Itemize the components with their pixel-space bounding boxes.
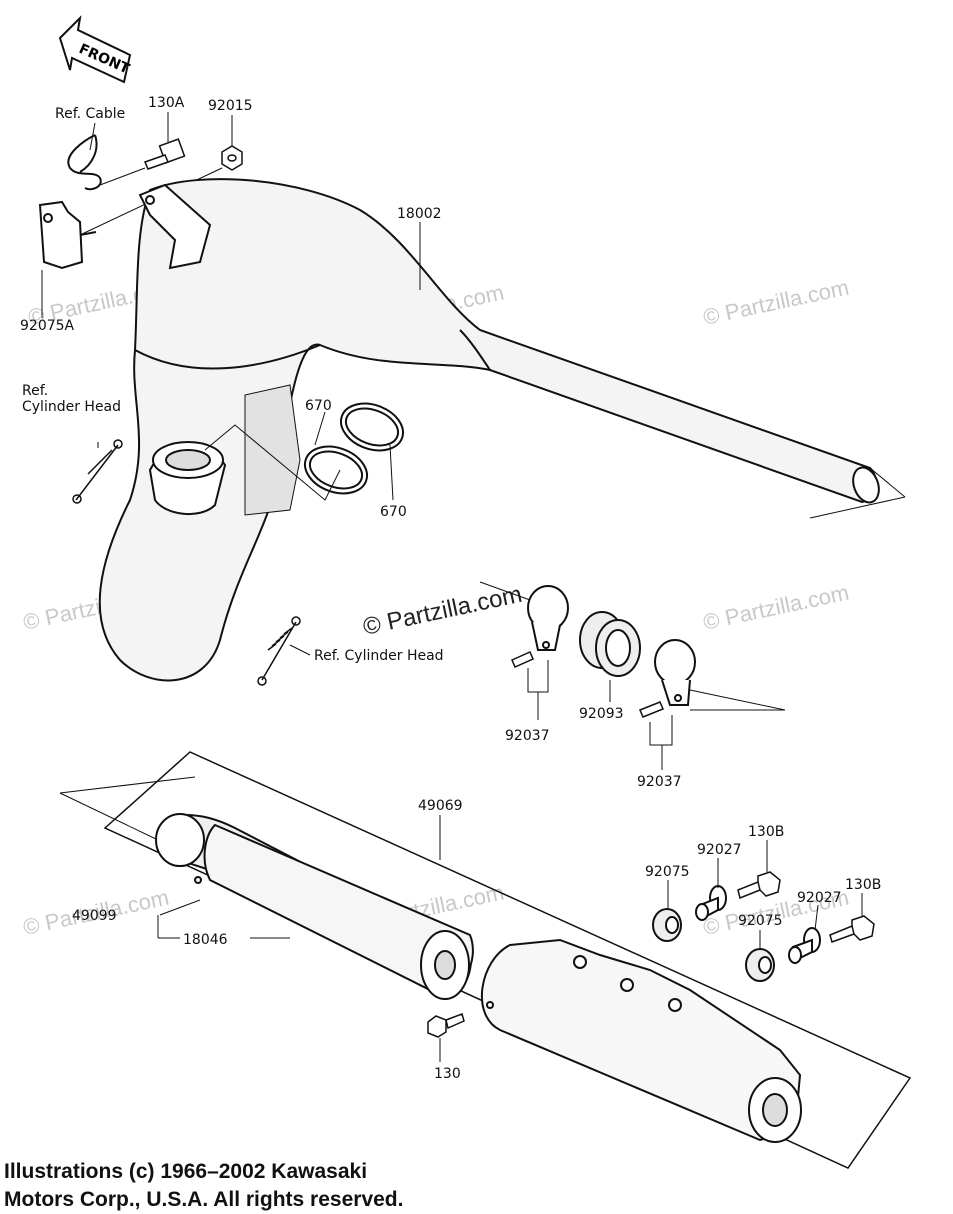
- silencer-core-18046: [155, 813, 474, 1000]
- label-92037-b: 92037: [637, 774, 682, 790]
- label-92037-a: 92037: [505, 728, 550, 744]
- collar-92027b: [788, 927, 821, 964]
- label-ref-cylinder-head-2: Ref. Cylinder Head: [314, 648, 444, 664]
- rubber-joint-92093: [579, 611, 641, 677]
- label-92027-a: 92027: [697, 842, 742, 858]
- label-ref-cylinder-head-1a: Ref.: [22, 383, 48, 399]
- spring-right: [257, 616, 301, 686]
- label-92075-a: 92075: [645, 864, 690, 880]
- copyright-line-2: Motors Corp., U.S.A. All rights reserved…: [4, 1188, 404, 1211]
- label-49099: 49099: [72, 908, 117, 924]
- label-130: 130: [434, 1066, 461, 1082]
- label-130b-b: 130B: [845, 877, 881, 893]
- label-49069: 49069: [418, 798, 463, 814]
- label-ref-cable: Ref. Cable: [55, 106, 125, 122]
- watermark: © Partzilla.com: [701, 275, 851, 330]
- spring-left: [72, 439, 123, 504]
- label-18046: 18046: [183, 932, 228, 948]
- label-92027-b: 92027: [797, 890, 842, 906]
- bolt-130b-a: [737, 871, 781, 900]
- expansion-chamber-18002: [98, 178, 880, 682]
- label-130a: 130A: [148, 95, 185, 111]
- clamp-92037-right: [654, 639, 696, 706]
- label-670-b: 670: [380, 504, 407, 520]
- label-92093: 92093: [579, 706, 624, 722]
- collar-92027a: [695, 885, 727, 921]
- part-labels: Ref. Cable 130A 92015 18002 92075A Ref. …: [20, 95, 881, 1082]
- silencer-shell-49069: [480, 938, 802, 1143]
- label-92075a: 92075A: [20, 318, 75, 334]
- label-ref-cylinder-head-1b: Cylinder Head: [22, 399, 121, 415]
- bolt-130b-b: [829, 915, 875, 943]
- grommet-92075b: [745, 948, 775, 982]
- label-130b-a: 130B: [748, 824, 784, 840]
- o-ring-670: [304, 402, 404, 495]
- nut-92015: [221, 145, 243, 171]
- label-92015: 92015: [208, 98, 253, 114]
- ref-cable-clip: [67, 134, 102, 191]
- bolt-130a: [143, 138, 186, 170]
- label-670-a: 670: [305, 398, 332, 414]
- label-92075-b: 92075: [738, 913, 783, 929]
- copyright-notice: Illustrations (c) 1966–2002 Kawasaki Mot…: [4, 1158, 403, 1214]
- label-18002: 18002: [397, 206, 442, 222]
- screw-92037-left: [511, 651, 534, 668]
- clamp-92037-left: [527, 585, 569, 651]
- copyright-line-1: Illustrations (c) 1966–2002 Kawasaki: [4, 1160, 368, 1183]
- watermark-center: © Partzilla.com: [361, 581, 525, 641]
- bracket-92075a: [38, 200, 97, 270]
- front-arrow-icon: FRONT: [58, 15, 132, 84]
- bolt-130: [427, 1013, 465, 1038]
- screw-92037-right: [639, 701, 664, 718]
- grommet-92075a: [652, 908, 682, 942]
- watermark: © Partzilla.com: [701, 580, 851, 635]
